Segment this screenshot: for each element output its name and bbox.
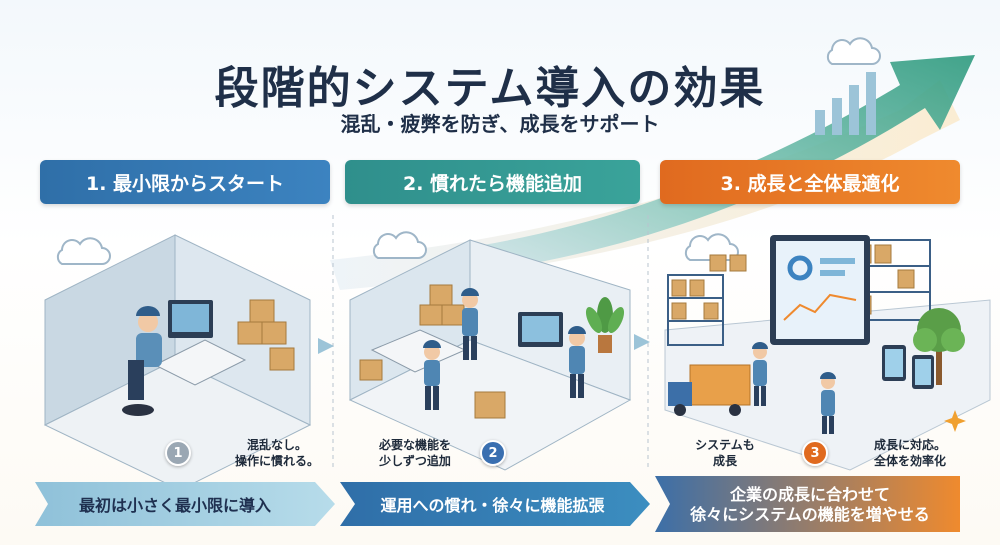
stage-1-note: 混乱なし。 操作に慣れる。 (234, 438, 319, 468)
stage-2-number: 2 (480, 440, 506, 466)
scene-3-warehouse (664, 235, 991, 471)
step-2-arrow (340, 482, 650, 526)
bar-chart-icon (815, 72, 876, 135)
step-1-text: 最初は小さく最小限に導入 (78, 496, 271, 515)
tree-icon (913, 308, 965, 385)
arrow-right-icon (318, 338, 334, 354)
stage-3-banner: 3. 成長と全体最適化 (660, 160, 960, 204)
sparkle-icon (944, 410, 966, 432)
stage-2-banner: 2. 慣れたら機能追加 (345, 160, 640, 204)
cloud-icon (372, 231, 427, 259)
stage-1-banner: 1. 最小限からスタート (40, 160, 330, 204)
stage-3-number: 3 (802, 440, 828, 466)
truck-icon (668, 364, 751, 416)
step-3-arrow (655, 476, 960, 532)
stage-3-note-left: システムも 成長 (695, 438, 755, 468)
cloud-icon (56, 237, 111, 265)
stage-2-note: 必要な機能を 少しずつ追加 (378, 438, 451, 468)
scene-2-room (348, 239, 632, 471)
plant-icon (585, 297, 625, 353)
step-1-arrow (35, 482, 335, 526)
page-subtitle: 混乱・疲弊を防ぎ、成長をサポート (340, 112, 660, 136)
step-2-text: 運用への慣れ・徐々に機能拡張 (380, 496, 605, 515)
cloud-icon (684, 233, 739, 261)
step-3-text: 企業の成長に合わせて 徐々にシステムの機能を増やせる (690, 485, 930, 524)
cloud-icon (826, 37, 881, 65)
stage-3-note-right: 成長に対応。 全体を効率化 (873, 438, 946, 468)
arrow-right-icon (634, 334, 650, 350)
growth-band (330, 80, 960, 290)
stage-1-number: 1 (165, 440, 191, 466)
scene-1-room (43, 234, 312, 491)
page-title: 段階的システム導入の効果 (214, 63, 766, 114)
